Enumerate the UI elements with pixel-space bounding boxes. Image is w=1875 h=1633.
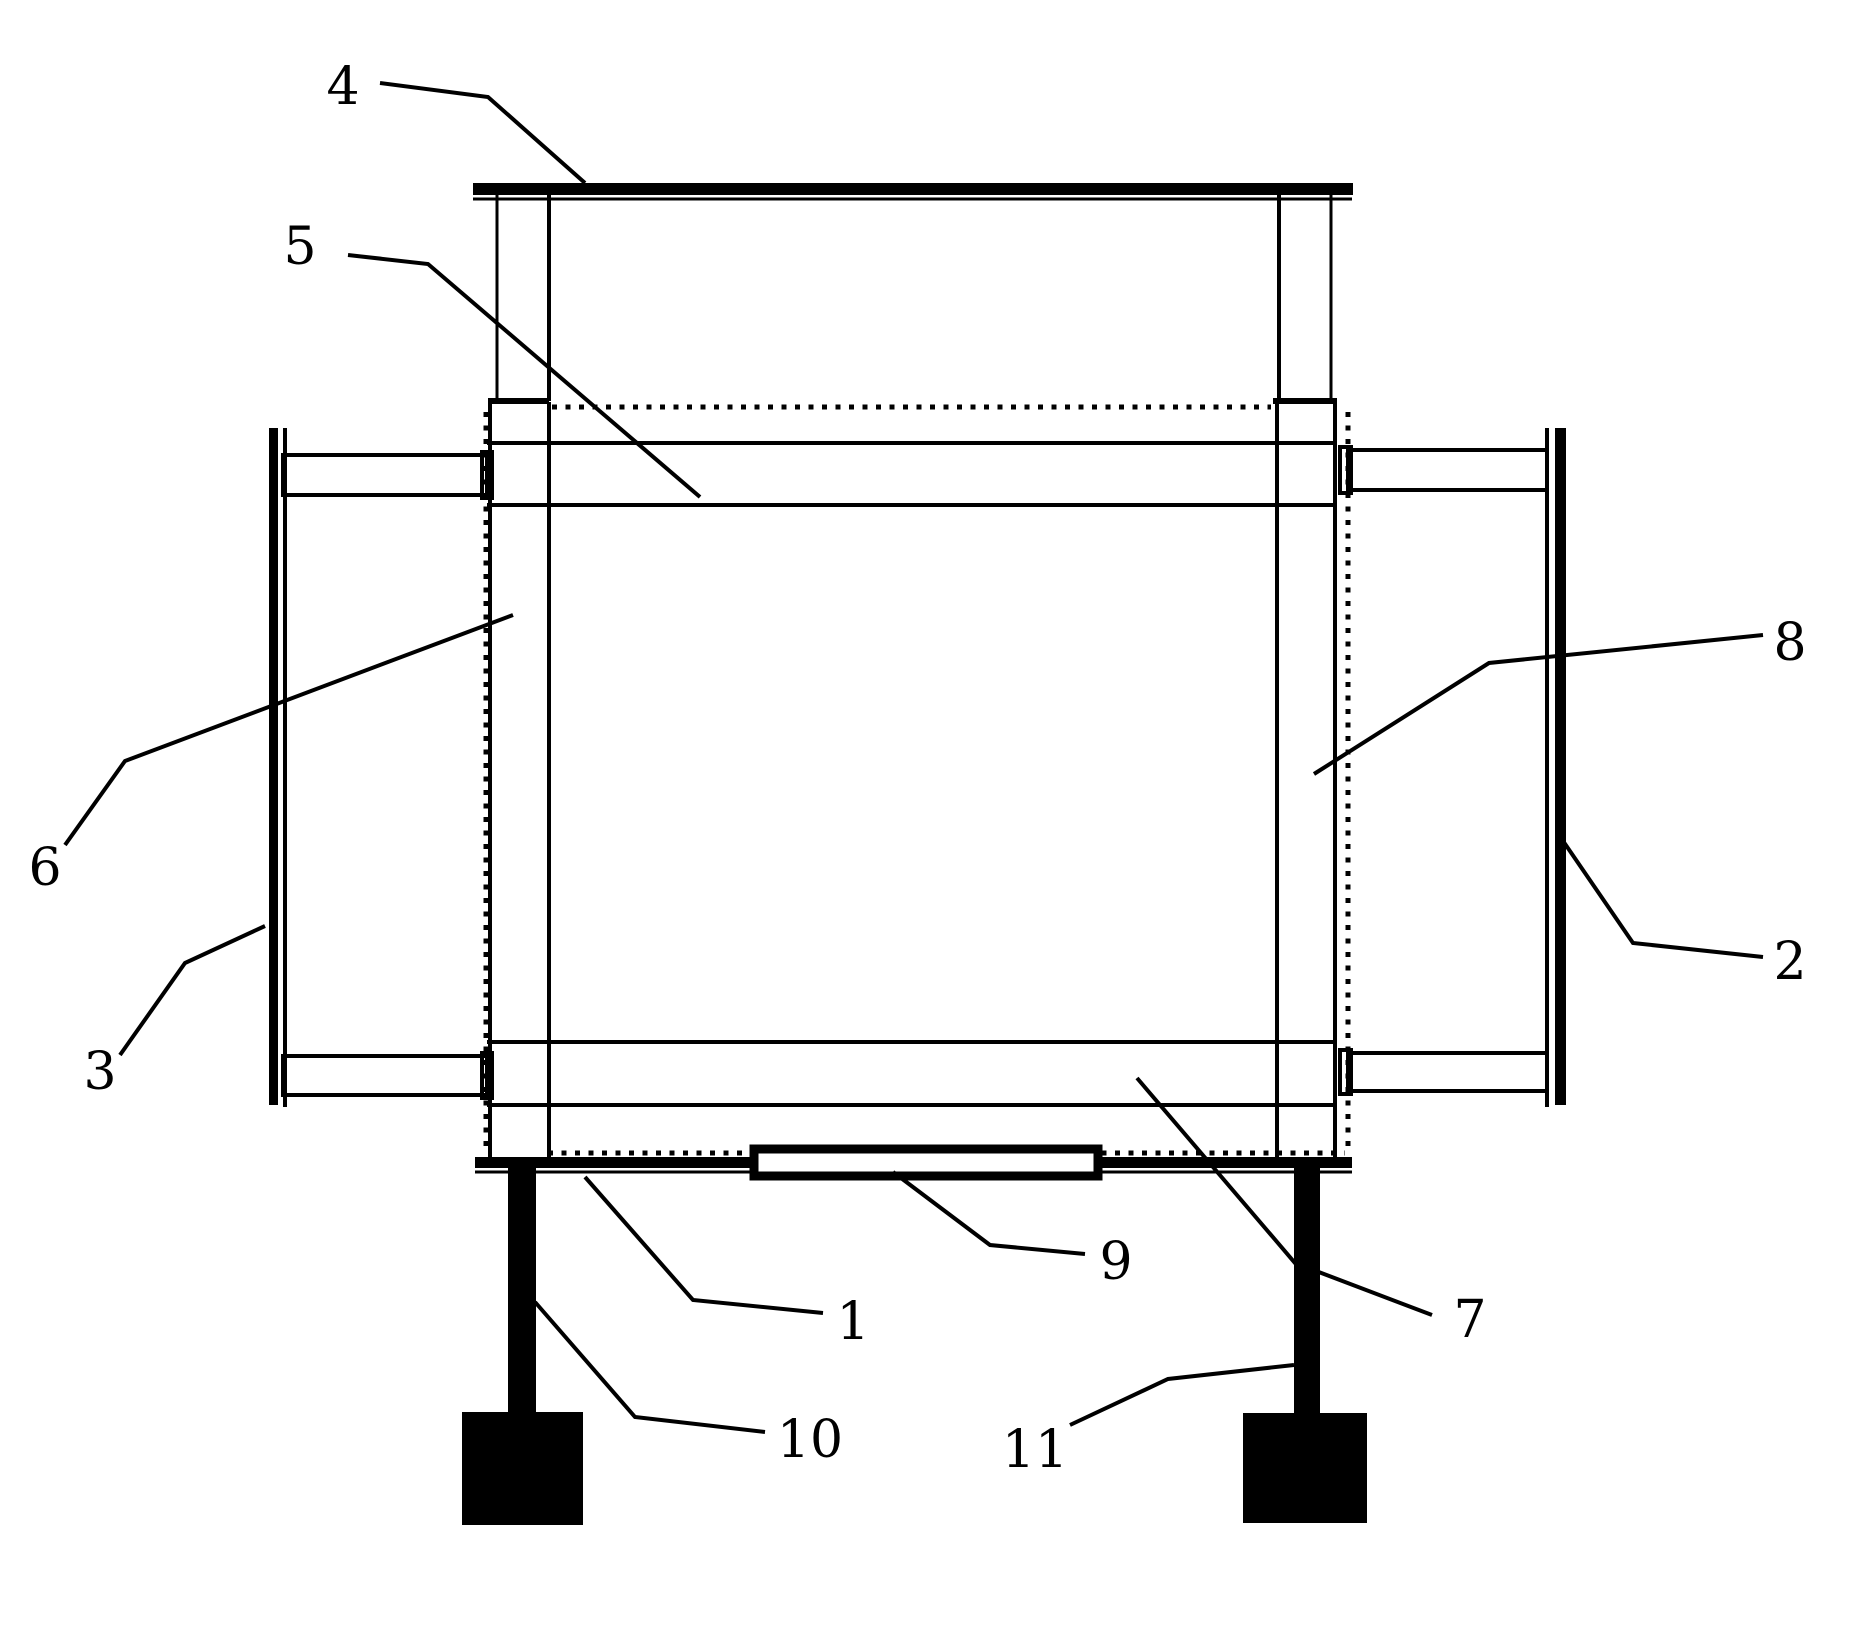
right-leg <box>1294 1166 1320 1416</box>
callout-label-7: 7 <box>1453 1290 1487 1350</box>
left-foot-block <box>462 1412 583 1525</box>
connector-bottom-right-bracket <box>1338 1048 1353 1096</box>
connector-top-left-bracket <box>480 450 494 500</box>
leader-line-8 <box>1312 633 1764 776</box>
leader-line-11 <box>1069 1363 1295 1427</box>
leader-line-9 <box>891 1170 1086 1256</box>
column-cap-right <box>1273 398 1337 404</box>
leader-line-7 <box>1135 1076 1433 1317</box>
connector-top-right-bracket <box>1338 445 1353 495</box>
left-leg <box>508 1166 536 1416</box>
leader-line-5 <box>347 253 702 499</box>
leader-line-1 <box>583 1175 824 1315</box>
connector-top-left <box>281 453 489 497</box>
leader-line-3 <box>118 924 266 1057</box>
callout-label-2: 2 <box>1773 932 1807 992</box>
leader-line-10 <box>533 1300 766 1434</box>
connector-top-right <box>1346 448 1549 492</box>
bottom-slot-rect <box>749 1144 1103 1181</box>
leader-line-2 <box>1559 836 1764 959</box>
connector-bottom-left-bracket <box>480 1051 494 1100</box>
right-foot-block <box>1243 1413 1367 1523</box>
callout-label-10: 10 <box>776 1410 844 1470</box>
top-plate-bar <box>473 183 1353 195</box>
callout-label-6: 6 <box>28 838 62 898</box>
leader-line-4 <box>379 81 587 185</box>
callout-label-11: 11 <box>1001 1420 1069 1480</box>
left-panel-bar <box>269 428 278 1105</box>
connector-bottom-right <box>1346 1051 1549 1093</box>
callout-label-1: 1 <box>836 1292 870 1352</box>
callout-label-4: 4 <box>326 57 360 117</box>
leader-line-6 <box>63 613 514 847</box>
callout-label-9: 9 <box>1099 1232 1133 1292</box>
callout-label-8: 8 <box>1773 613 1807 673</box>
callout-label-3: 3 <box>83 1042 117 1102</box>
right-panel-bar <box>1555 428 1566 1105</box>
column-cap-left <box>488 398 549 404</box>
connector-bottom-left <box>281 1054 489 1097</box>
callout-label-5: 5 <box>283 217 317 277</box>
